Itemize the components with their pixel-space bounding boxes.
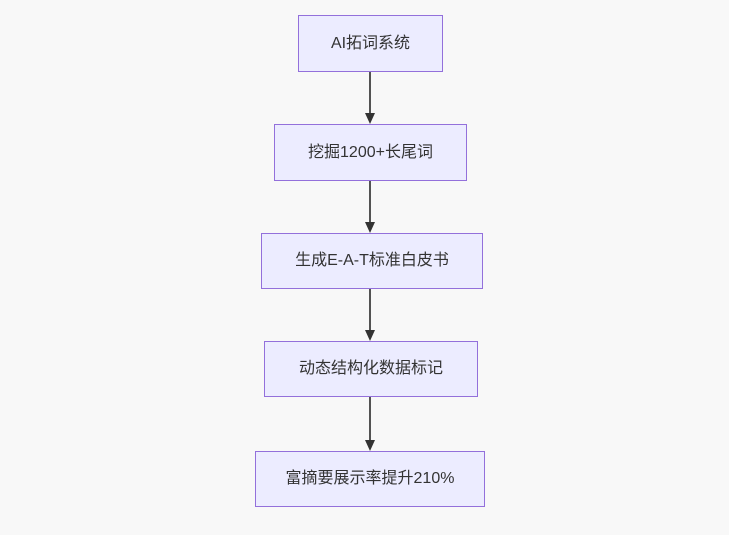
arrow-connector-4 — [364, 397, 376, 451]
arrow-line — [369, 289, 371, 330]
arrow-connector-3 — [364, 289, 376, 341]
arrowhead-down-icon — [365, 440, 375, 451]
flow-node-longtail-mining: 挖掘1200+长尾词 — [274, 124, 467, 181]
flow-node-eat-whitepaper: 生成E-A-T标准白皮书 — [261, 233, 483, 289]
flow-node-rich-snippet-result: 富摘要展示率提升210% — [255, 451, 485, 507]
flow-node-label: AI拓词系统 — [330, 34, 411, 52]
arrow-connector-1 — [364, 72, 376, 124]
flow-node-ai-word-expansion: AI拓词系统 — [298, 15, 443, 72]
flow-node-structured-data-markup: 动态结构化数据标记 — [264, 341, 478, 397]
arrow-line — [369, 397, 371, 440]
flow-node-label: 富摘要展示率提升210% — [285, 470, 455, 488]
flow-node-label: 动态结构化数据标记 — [298, 360, 443, 378]
arrow-line — [369, 72, 371, 113]
flow-node-label: 挖掘1200+长尾词 — [308, 143, 433, 161]
arrowhead-down-icon — [365, 330, 375, 341]
arrowhead-down-icon — [365, 113, 375, 124]
flow-node-label: 生成E-A-T标准白皮书 — [295, 252, 449, 270]
arrow-connector-2 — [364, 181, 376, 233]
arrowhead-down-icon — [365, 222, 375, 233]
arrow-line — [369, 181, 371, 222]
